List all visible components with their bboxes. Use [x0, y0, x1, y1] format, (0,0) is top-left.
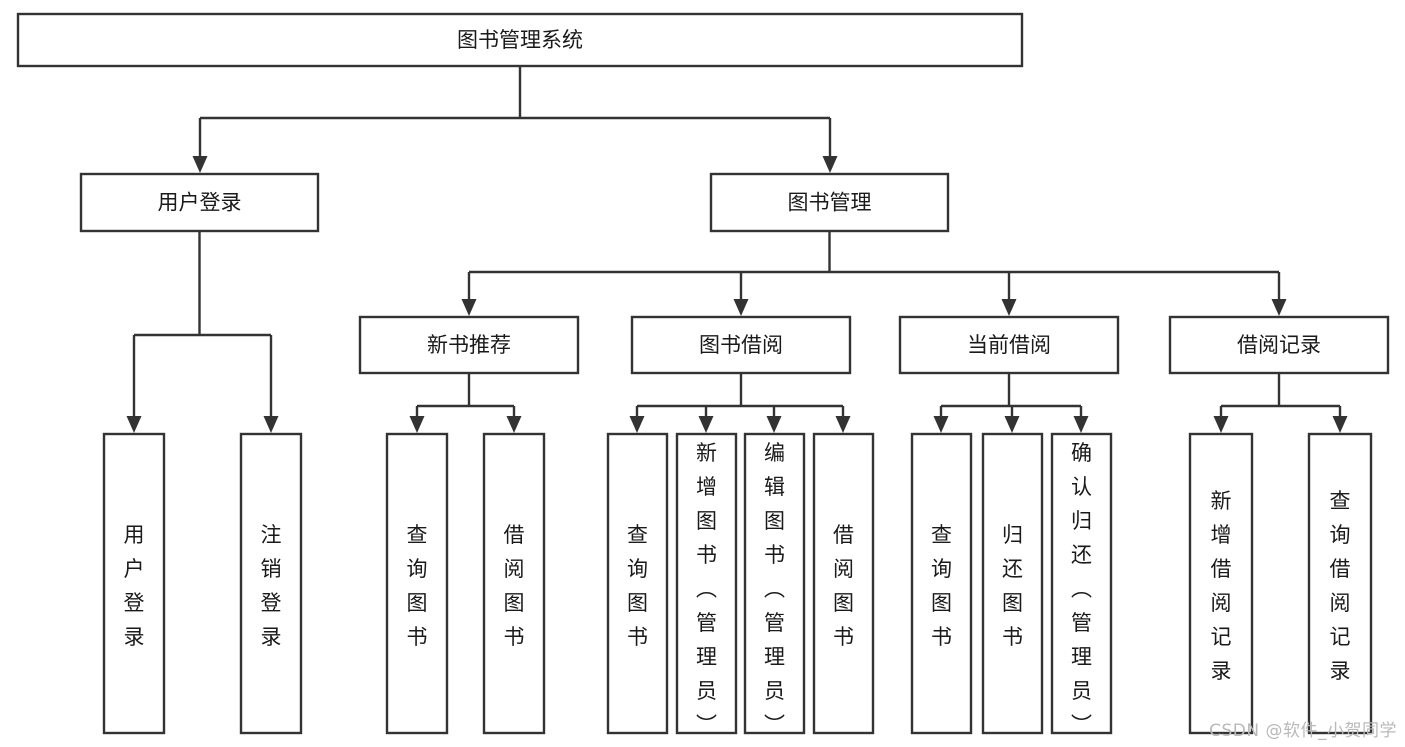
node-borrow-record[interactable]: 借阅记录 [1168, 315, 1390, 375]
watermark-text: CSDN @软件_小贺同学 [1209, 721, 1397, 741]
node-leaf-borrow-query-book[interactable]: 查询图书 [606, 432, 669, 735]
node-label: 借阅记录 [1237, 333, 1321, 357]
node-label: 当前借阅 [967, 333, 1051, 357]
connector-borrow-record [1213, 373, 1348, 433]
arrow-head-icon [506, 416, 522, 433]
node-box[interactable] [812, 432, 875, 735]
node-label: 用户登录 [158, 191, 242, 215]
arrow-head-icon [1332, 416, 1348, 433]
node-label: 图书管理系统 [457, 28, 583, 52]
node-box[interactable] [675, 432, 738, 735]
node-label: 图书借阅 [699, 333, 783, 357]
node-box[interactable] [1168, 315, 1390, 375]
node-current-borrow[interactable]: 当前借阅 [898, 315, 1120, 375]
arrow-head-icon [1271, 299, 1287, 316]
node-box[interactable] [79, 172, 320, 233]
node-label: 查询图书 [627, 523, 648, 649]
connector-book-borrow [629, 373, 851, 433]
arrow-head-icon [409, 416, 425, 433]
node-label: 借阅图书 [504, 523, 525, 649]
node-label: 编辑图书︵管理员︶ [764, 441, 785, 737]
node-box[interactable] [898, 315, 1120, 375]
arrow-head-icon [822, 156, 838, 173]
arrow-head-icon [1004, 416, 1020, 433]
node-label: 用户登录 [124, 523, 145, 649]
node-new-book-rec[interactable]: 新书推荐 [358, 315, 580, 375]
node-box[interactable] [910, 432, 973, 735]
node-box[interactable] [482, 432, 546, 735]
connector-root [192, 66, 838, 173]
arrow-head-icon [1001, 299, 1017, 316]
node-user-login[interactable]: 用户登录 [79, 172, 320, 233]
node-root[interactable]: 图书管理系统 [16, 12, 1024, 68]
arrow-head-icon [461, 299, 477, 316]
arrow-head-icon [733, 299, 749, 316]
node-box[interactable] [1307, 432, 1373, 735]
arrow-head-icon [1213, 416, 1229, 433]
node-label: 新增借阅记录 [1211, 489, 1232, 683]
arrow-head-icon [192, 156, 208, 173]
node-leaf-cur-confirm-return[interactable]: 确认归还︵管理员︶ [1050, 432, 1113, 737]
node-label: 注销登录 [261, 523, 282, 649]
connector-book-manage [461, 231, 1287, 316]
node-box[interactable] [1188, 432, 1254, 735]
node-label: 图书管理 [788, 191, 872, 215]
node-book-manage[interactable]: 图书管理 [709, 172, 950, 233]
connector-new-book-rec [409, 373, 522, 433]
node-leaf-cur-query-book[interactable]: 查询图书 [910, 432, 973, 735]
node-box[interactable] [1050, 432, 1113, 735]
node-box[interactable] [606, 432, 669, 735]
node-box[interactable] [981, 432, 1044, 735]
node-book-borrow[interactable]: 图书借阅 [630, 315, 852, 375]
node-box[interactable] [358, 315, 580, 375]
node-leaf-rec-query-record[interactable]: 查询借阅记录 [1307, 432, 1373, 735]
node-label: 确认归还︵管理员︶ [1071, 441, 1092, 737]
node-box[interactable] [102, 432, 166, 735]
node-label: 借阅图书 [833, 523, 854, 649]
connector-current-borrow [933, 373, 1089, 433]
node-leaf-rec-add-record[interactable]: 新增借阅记录 [1188, 432, 1254, 735]
node-label: 查询图书 [931, 523, 952, 649]
node-label: 新书推荐 [427, 333, 511, 357]
connector-user-login [126, 231, 279, 433]
node-leaf-rec-borrow-book[interactable]: 借阅图书 [482, 432, 546, 735]
arrow-head-icon [933, 416, 949, 433]
node-label: 查询借阅记录 [1330, 489, 1351, 683]
node-leaf-borrow-edit-book[interactable]: 编辑图书︵管理员︶ [743, 432, 806, 737]
node-leaf-borrow-add-book[interactable]: 新增图书︵管理员︶ [675, 432, 738, 737]
node-leaf-borrow-borrow-book[interactable]: 借阅图书 [812, 432, 875, 735]
node-box[interactable] [709, 172, 950, 233]
node-leaf-user-logout[interactable]: 注销登录 [239, 432, 303, 735]
node-label: 新增图书︵管理员︶ [696, 441, 717, 737]
node-layer: 图书管理系统用户登录图书管理新书推荐图书借阅当前借阅借阅记录用户登录注销登录查询… [16, 12, 1390, 737]
connector-layer [126, 66, 1348, 433]
arrow-head-icon [1073, 416, 1089, 433]
node-box[interactable] [630, 315, 852, 375]
arrow-head-icon [698, 416, 714, 433]
arrow-head-icon [263, 416, 279, 433]
arrow-head-icon [629, 416, 645, 433]
arrow-head-icon [766, 416, 782, 433]
node-box[interactable] [16, 12, 1024, 68]
node-label: 归还图书 [1002, 523, 1023, 649]
node-leaf-user-login[interactable]: 用户登录 [102, 432, 166, 735]
node-leaf-cur-return-book[interactable]: 归还图书 [981, 432, 1044, 735]
node-box[interactable] [239, 432, 303, 735]
node-box[interactable] [743, 432, 806, 735]
node-box[interactable] [385, 432, 449, 735]
arrow-head-icon [126, 416, 142, 433]
node-leaf-rec-query-book[interactable]: 查询图书 [385, 432, 449, 735]
arrow-head-icon [835, 416, 851, 433]
node-label: 查询图书 [407, 523, 428, 649]
